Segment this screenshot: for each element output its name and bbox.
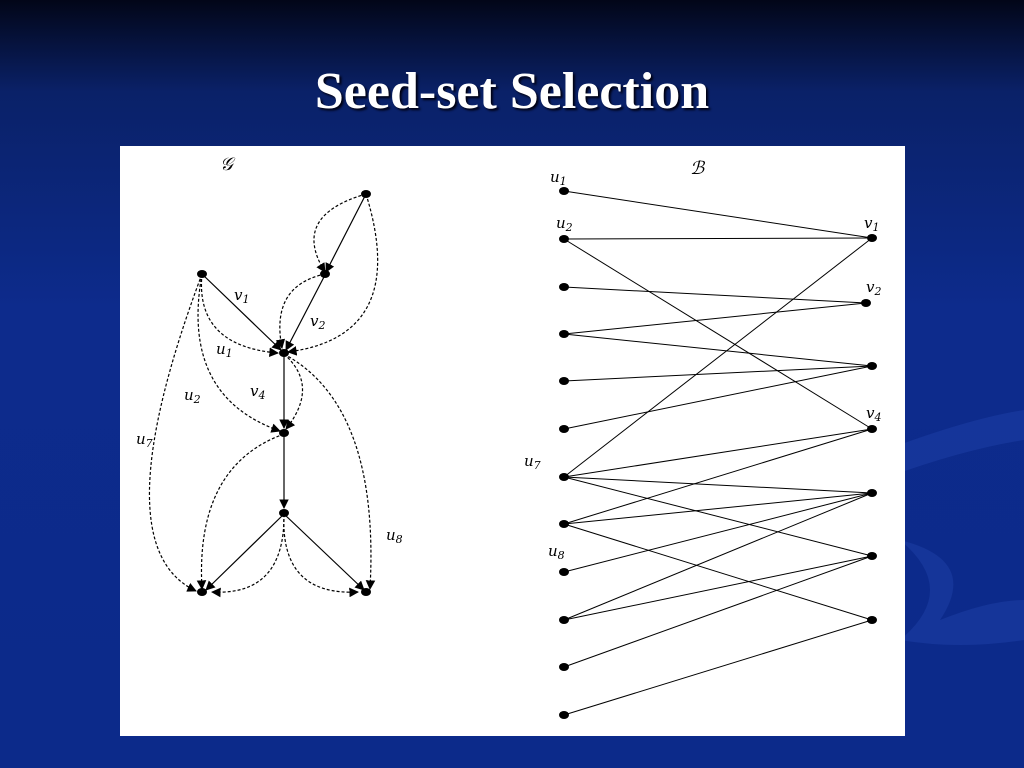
edge (563, 237, 873, 478)
node (361, 588, 371, 596)
edge (563, 365, 873, 430)
node (320, 270, 330, 278)
node (279, 349, 289, 357)
graph-g-title: 𝒢 (220, 154, 236, 175)
edge (563, 523, 873, 621)
edge-dashed (211, 513, 285, 598)
left-node (559, 473, 569, 481)
left-node (559, 187, 569, 195)
edge (563, 492, 873, 525)
node (197, 588, 207, 596)
left-node (559, 520, 569, 528)
edge-dashed (275, 273, 326, 349)
label-u8: u8 (386, 526, 403, 546)
edge (563, 333, 873, 367)
left-node (559, 235, 569, 243)
label-u1: u1 (216, 340, 233, 360)
edge-dashed (197, 273, 281, 433)
label-b-v1: v1 (864, 214, 879, 234)
label-b-v2: v2 (866, 278, 881, 298)
right-node (867, 489, 877, 497)
edge-solid (285, 274, 326, 351)
label-u2: u2 (184, 386, 201, 406)
graph-b-title: ℬ (690, 158, 706, 179)
left-node (559, 377, 569, 385)
edge-solid (201, 273, 282, 351)
left-node (559, 283, 569, 291)
edge (563, 555, 873, 621)
left-node (559, 711, 569, 719)
edge (563, 428, 873, 525)
edge (563, 492, 873, 621)
edge (563, 190, 873, 239)
label-v2: v2 (310, 312, 325, 332)
edge-dashed (287, 193, 379, 356)
edge (563, 619, 873, 716)
edge (563, 237, 873, 240)
edge-dashed (313, 193, 367, 273)
graph-b (563, 190, 873, 716)
edge (563, 428, 873, 478)
left-node (559, 425, 569, 433)
node (279, 429, 289, 437)
edge (563, 302, 867, 335)
right-node (867, 552, 877, 560)
label-b-u7: u7 (524, 452, 541, 472)
label-b-u1: u1 (550, 168, 567, 188)
edge-solid (205, 513, 285, 591)
edge (563, 238, 873, 430)
node (197, 270, 207, 278)
label-b-v4: v4 (866, 404, 881, 424)
edge-dashed (283, 513, 359, 598)
label-b-u2: u2 (556, 214, 573, 234)
edge (563, 286, 867, 304)
right-node (861, 299, 871, 307)
edge-dashed (200, 273, 279, 358)
left-node (559, 568, 569, 576)
node (361, 190, 371, 198)
diagram-svg: 𝒢 v1 v2 u1 v4 u2 u7 u8 (136, 154, 881, 719)
edge-dashed (283, 353, 376, 590)
edge-solid (325, 193, 367, 273)
edge (563, 365, 873, 382)
right-node (867, 616, 877, 624)
graph-g (148, 193, 379, 598)
edge (563, 492, 873, 573)
left-node (559, 616, 569, 624)
graph-g-nodes (197, 190, 371, 596)
edge-solid (283, 513, 365, 591)
edge-dashed (148, 273, 203, 592)
edge-dashed (283, 353, 304, 430)
label-b-u8: u8 (548, 542, 565, 562)
right-node (867, 425, 877, 433)
slide-title: Seed-set Selection (314, 63, 710, 120)
label-u7: u7 (136, 430, 153, 450)
edge (563, 555, 873, 668)
right-node (867, 362, 877, 370)
diagram-figure: 𝒢 v1 v2 u1 v4 u2 u7 u8 (120, 146, 905, 736)
edge-dashed (196, 433, 285, 590)
node (279, 509, 289, 517)
right-node (867, 234, 877, 242)
label-v1: v1 (234, 286, 249, 306)
graph-b-nodes (559, 187, 877, 719)
edge (563, 476, 873, 557)
edge (563, 476, 873, 494)
label-v4: v4 (250, 382, 265, 402)
left-node (559, 330, 569, 338)
left-node (559, 663, 569, 671)
